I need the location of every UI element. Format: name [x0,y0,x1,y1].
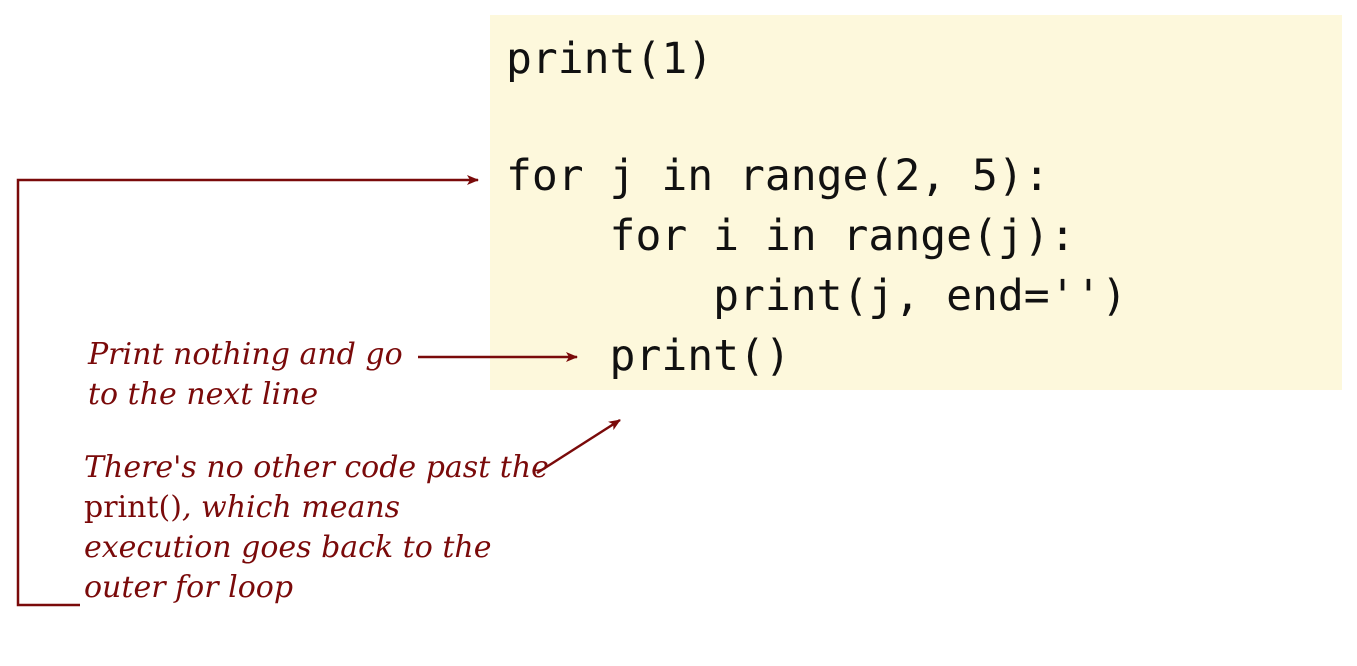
code-line-inner-for: for i in range(j): [506,211,1076,261]
code-line-print-1: print(1) [506,34,714,84]
inline-code-print: print() [84,490,182,525]
annotation-print-nothing-line1: Print nothing and go [88,337,403,372]
annotation-no-other-code: There's no other code past the print(), … [84,448,549,608]
annotation-print-nothing: Print nothing and go to the next line [88,335,403,415]
code-line-outer-for: for j in range(2, 5): [506,151,1050,201]
loop-back-arrow [16,175,479,607]
code-line-print-empty: print() [506,331,791,381]
code-line-print-j: print(j, end='') [506,271,1128,321]
no-other-code-arrow [536,418,621,475]
annotation-no-other-code-line2: print(), which means [84,488,549,528]
annotation-no-other-code-line4: outer for loop [84,570,294,605]
annotation-no-other-code-line3: execution goes back to the [84,530,492,565]
annotation-print-nothing-line2: to the next line [88,377,319,412]
code-block [490,15,1342,390]
annotation-no-other-code-line1: There's no other code past the [84,450,549,485]
annotation-no-other-code-line2-rest: , which means [181,490,401,525]
